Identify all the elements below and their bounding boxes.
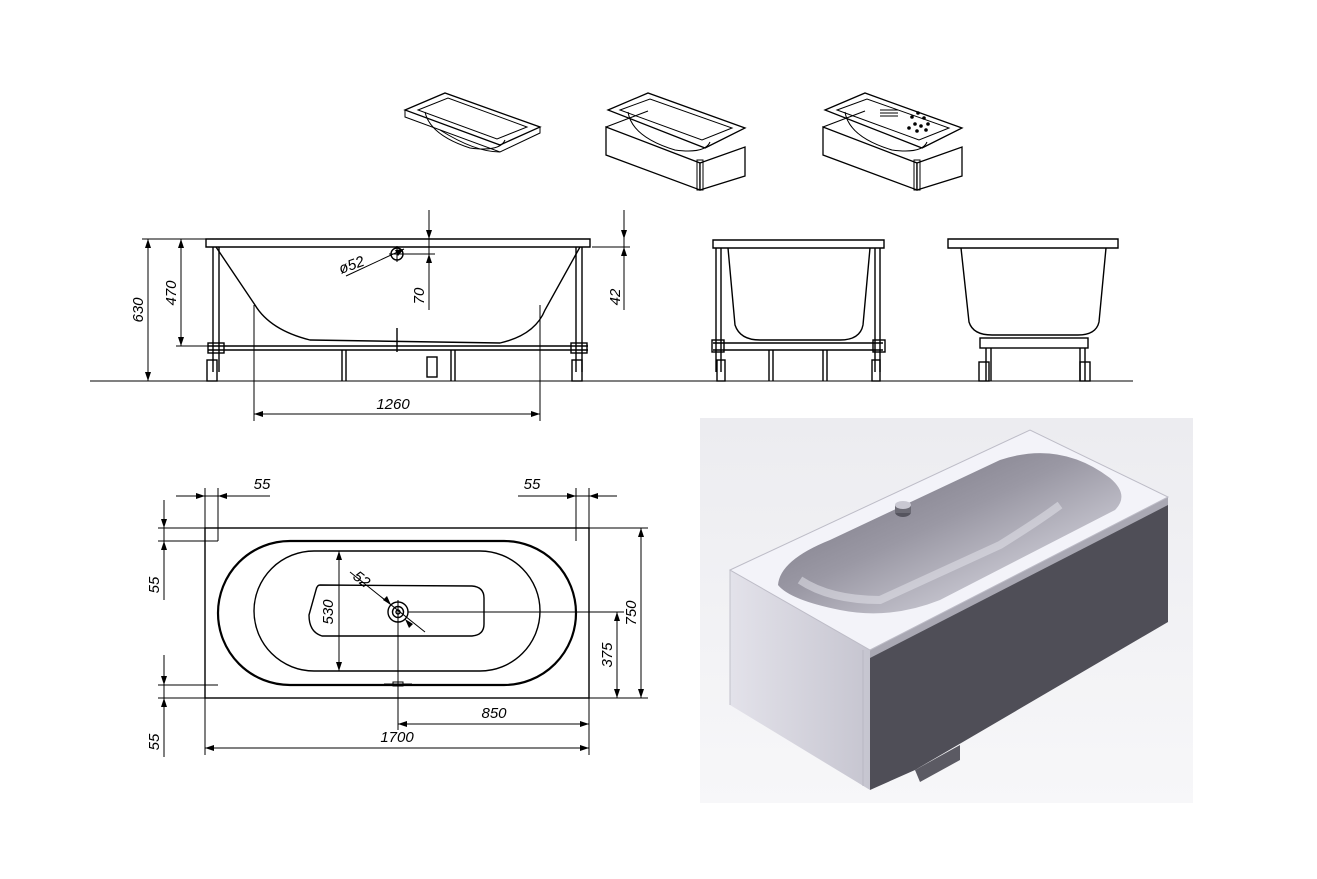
label-470: 470 <box>163 280 180 306</box>
dim-55-top: 55 <box>146 500 218 600</box>
dim-42: 42 <box>592 210 630 310</box>
side-view-long: 630 470 ø52 70 42 <box>90 210 1133 421</box>
basin <box>778 453 1122 614</box>
label-42: 42 <box>607 288 624 305</box>
dim-850: 850 <box>398 698 590 755</box>
dim-55-bottom: 55 <box>146 655 218 757</box>
dim-55-right: 55 <box>518 476 617 698</box>
label-drain-diameter: ø52 <box>337 253 368 278</box>
label-375: 375 <box>599 642 616 668</box>
dim-470: 470 <box>163 239 210 347</box>
dim-375: 375 <box>408 611 624 698</box>
support-frame <box>206 247 588 382</box>
iso-bathtub-plain <box>403 92 542 153</box>
label-55-top: 55 <box>146 576 163 593</box>
dim-52: 52 <box>350 568 426 633</box>
end-view-frame <box>711 239 886 382</box>
label-630: 630 <box>130 297 147 323</box>
label-55-bottom: 55 <box>146 733 163 750</box>
label-70: 70 <box>411 287 428 304</box>
label-530: 530 <box>320 599 337 625</box>
dim-1260: 1260 <box>253 305 541 421</box>
dim-630: 630 <box>130 238 206 381</box>
iso-bathtub-with-panel <box>605 92 747 191</box>
dim-750: 750 <box>589 527 648 699</box>
dim-1700: 1700 <box>204 698 589 755</box>
label-850: 850 <box>481 705 507 722</box>
dim-70: 70 <box>405 210 435 310</box>
label-750: 750 <box>623 600 640 626</box>
front-panel <box>730 570 870 790</box>
hydromassage-jets-icon <box>880 109 930 133</box>
iso-bathtub-with-hydromassage <box>822 92 964 191</box>
label-55-left: 55 <box>254 476 271 493</box>
label-1700: 1700 <box>380 729 414 746</box>
plan-view: 55 55 55 55 <box>146 476 648 757</box>
label-55-right: 55 <box>524 476 541 493</box>
side-panel <box>870 497 1168 790</box>
bathtub-3d-render <box>700 418 1193 803</box>
overflow-knob <box>895 501 911 517</box>
dim-530: 530 <box>320 551 342 671</box>
dim-drain-diameter: ø52 <box>337 248 405 278</box>
label-1260: 1260 <box>376 396 410 413</box>
dim-55-left: 55 <box>176 476 271 698</box>
end-view-simple <box>947 238 1119 382</box>
